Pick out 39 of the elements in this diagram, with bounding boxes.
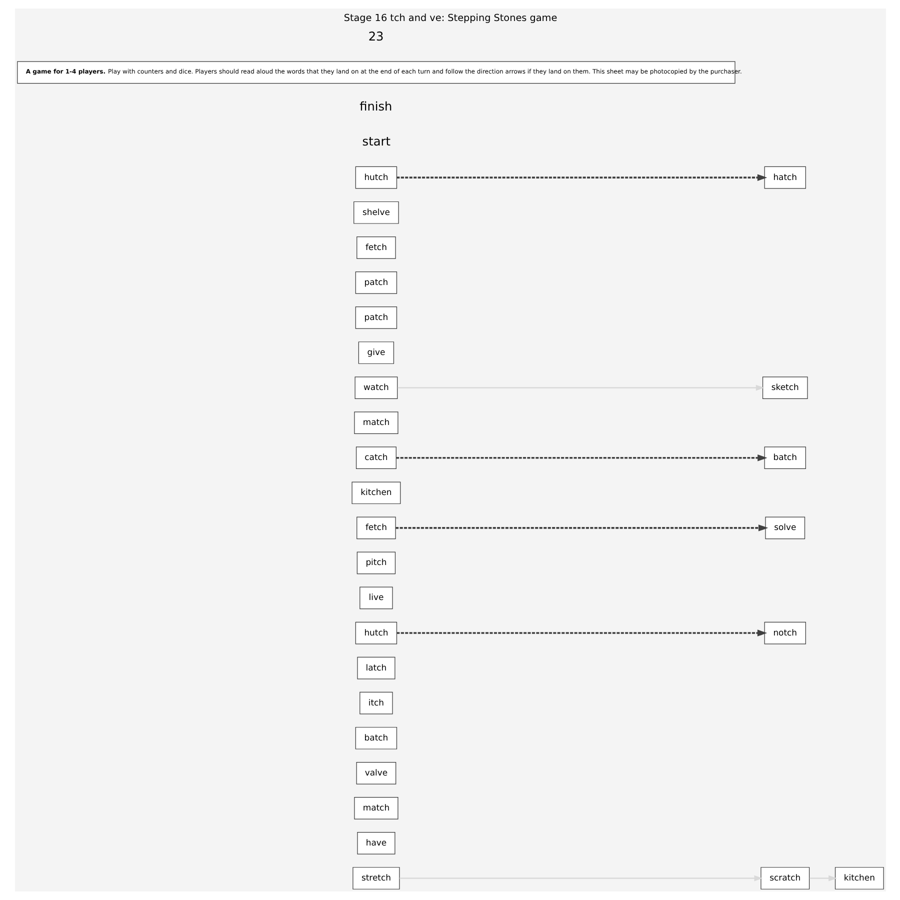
label: start (362, 134, 390, 149)
node-box: give (358, 342, 394, 364)
label: finish (359, 100, 392, 114)
node-box: hatch (764, 166, 806, 189)
node-box: match (354, 412, 398, 434)
node-box: patch (354, 272, 397, 294)
node-box: fetch (356, 236, 396, 259)
arrow (399, 875, 762, 882)
node-box: kitchen (834, 867, 884, 890)
node-box: watch (354, 376, 398, 399)
node-box: match (354, 797, 398, 820)
arrow (397, 384, 764, 391)
arrow (396, 454, 767, 462)
node-box: patch (354, 306, 397, 329)
arrow (396, 630, 767, 636)
node-box: live (359, 586, 392, 610)
node-box: pitch (356, 552, 396, 574)
node-box: hutch (354, 166, 397, 189)
node-box: have (356, 832, 395, 854)
node-box: batch (354, 726, 397, 750)
node-box: solve (764, 516, 805, 540)
node-box: itch (359, 692, 392, 714)
arrow (808, 875, 837, 882)
node-box: sketch (762, 376, 808, 399)
node-box: catch (355, 446, 396, 470)
label: 23 (368, 29, 384, 44)
node-box: batch (764, 446, 806, 470)
diagram-title: Stage 16 tch and ve: Stepping Stones game (343, 13, 557, 24)
node-box: kitchen (351, 482, 400, 504)
node-box: latch (356, 656, 395, 680)
node-box: stretch (352, 867, 400, 890)
node-box: notch (764, 622, 806, 644)
node-box: hutch (354, 622, 397, 644)
node-box: fetch (356, 516, 396, 540)
arrow (395, 524, 768, 532)
node-box: valve (356, 762, 396, 784)
arrow (396, 174, 767, 181)
node-box: shelve (353, 201, 398, 224)
node-box: scratch (760, 867, 810, 890)
